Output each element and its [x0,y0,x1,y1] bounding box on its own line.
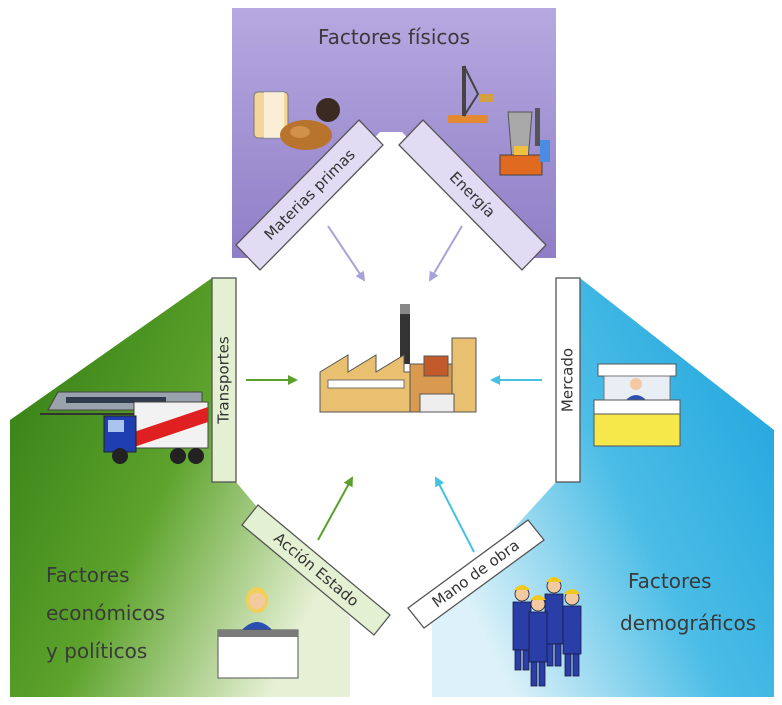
arrows [246,225,542,553]
factory-icon [319,304,477,413]
raw-materials-icon [253,91,340,150]
region-demographic-title-line-1: Factores [628,569,712,593]
region-economic: Transportes Acción Estado Factores econó… [10,277,391,697]
transport-label: Transportes [215,336,233,425]
official-at-desk-icon [217,587,299,679]
region-economic-title-line-1: Factores [46,563,130,587]
region-economic-title: Factores económicos y políticos [46,563,172,663]
train-truck-icon [40,391,209,464]
market-band: Mercado [555,277,581,483]
arrow-state-action [317,476,353,541]
workers-icon [512,577,582,687]
arrow-labor [435,476,475,553]
region-physical-title: Factores físicos [318,25,470,49]
region-physical: Factores físicos Materias primas [232,8,556,271]
region-economic-title-line-2: económicos [46,601,165,625]
region-demographic-title-line-2: demográficos [620,611,756,635]
market-label: Mercado [559,348,577,412]
region-demographic: Mercado Mano de obra [407,277,774,697]
region-demographic-title: Factores demográficos [620,569,756,635]
transport-band: Transportes [211,277,237,483]
energy-plant-icon [448,65,550,176]
arrow-raw-materials [327,225,366,282]
market-stall-icon [593,363,681,447]
region-economic-bg [10,278,350,697]
region-economic-title-line-3: y políticos [46,639,147,663]
arrow-energy [428,225,463,282]
